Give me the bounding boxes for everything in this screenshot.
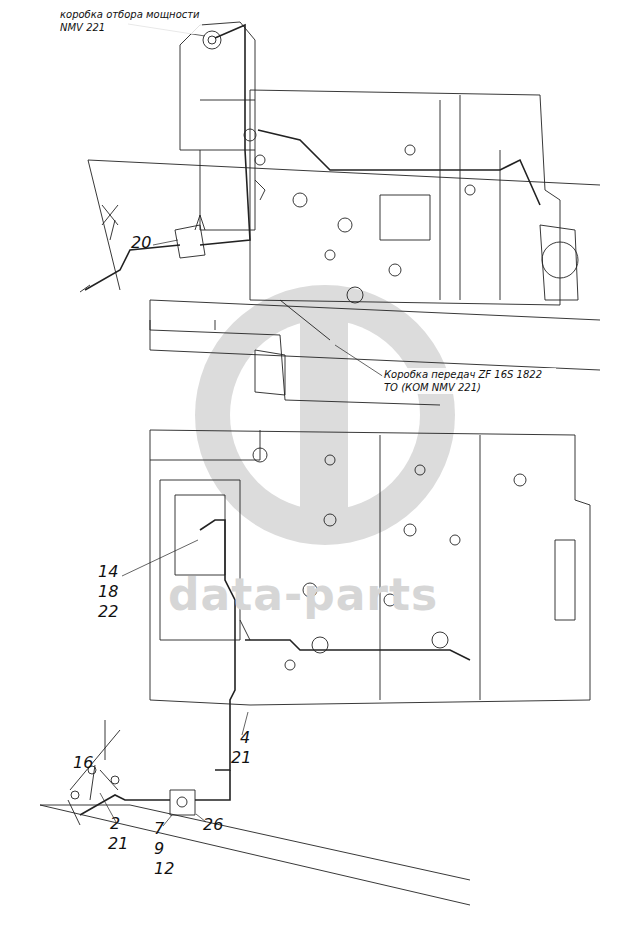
callout-number: 12 (154, 859, 174, 879)
callout-number: 9 (154, 839, 164, 859)
watermark: data-parts (168, 570, 438, 620)
callout-number: 26 (203, 815, 223, 835)
part-name: Коробка передач ZF 16S 1822 TO (КОМ NMV … (382, 368, 556, 394)
callout-number: 14 (98, 562, 118, 582)
callout-number: 20 (131, 233, 151, 253)
callout-number: 7 (154, 819, 164, 839)
leader-lines (100, 24, 384, 826)
watermark-logo (195, 285, 455, 545)
callout-number: 22 (98, 602, 118, 622)
callout-number: 18 (98, 582, 118, 602)
callout-number: 16 (73, 753, 93, 773)
callout-number: 21 (231, 748, 251, 768)
callout-number: 2 (110, 814, 120, 834)
callout-number: 21 (108, 834, 128, 854)
callout-number: 4 (240, 728, 250, 748)
part-name: коробка отбора мощности NMV 221 (58, 8, 202, 34)
